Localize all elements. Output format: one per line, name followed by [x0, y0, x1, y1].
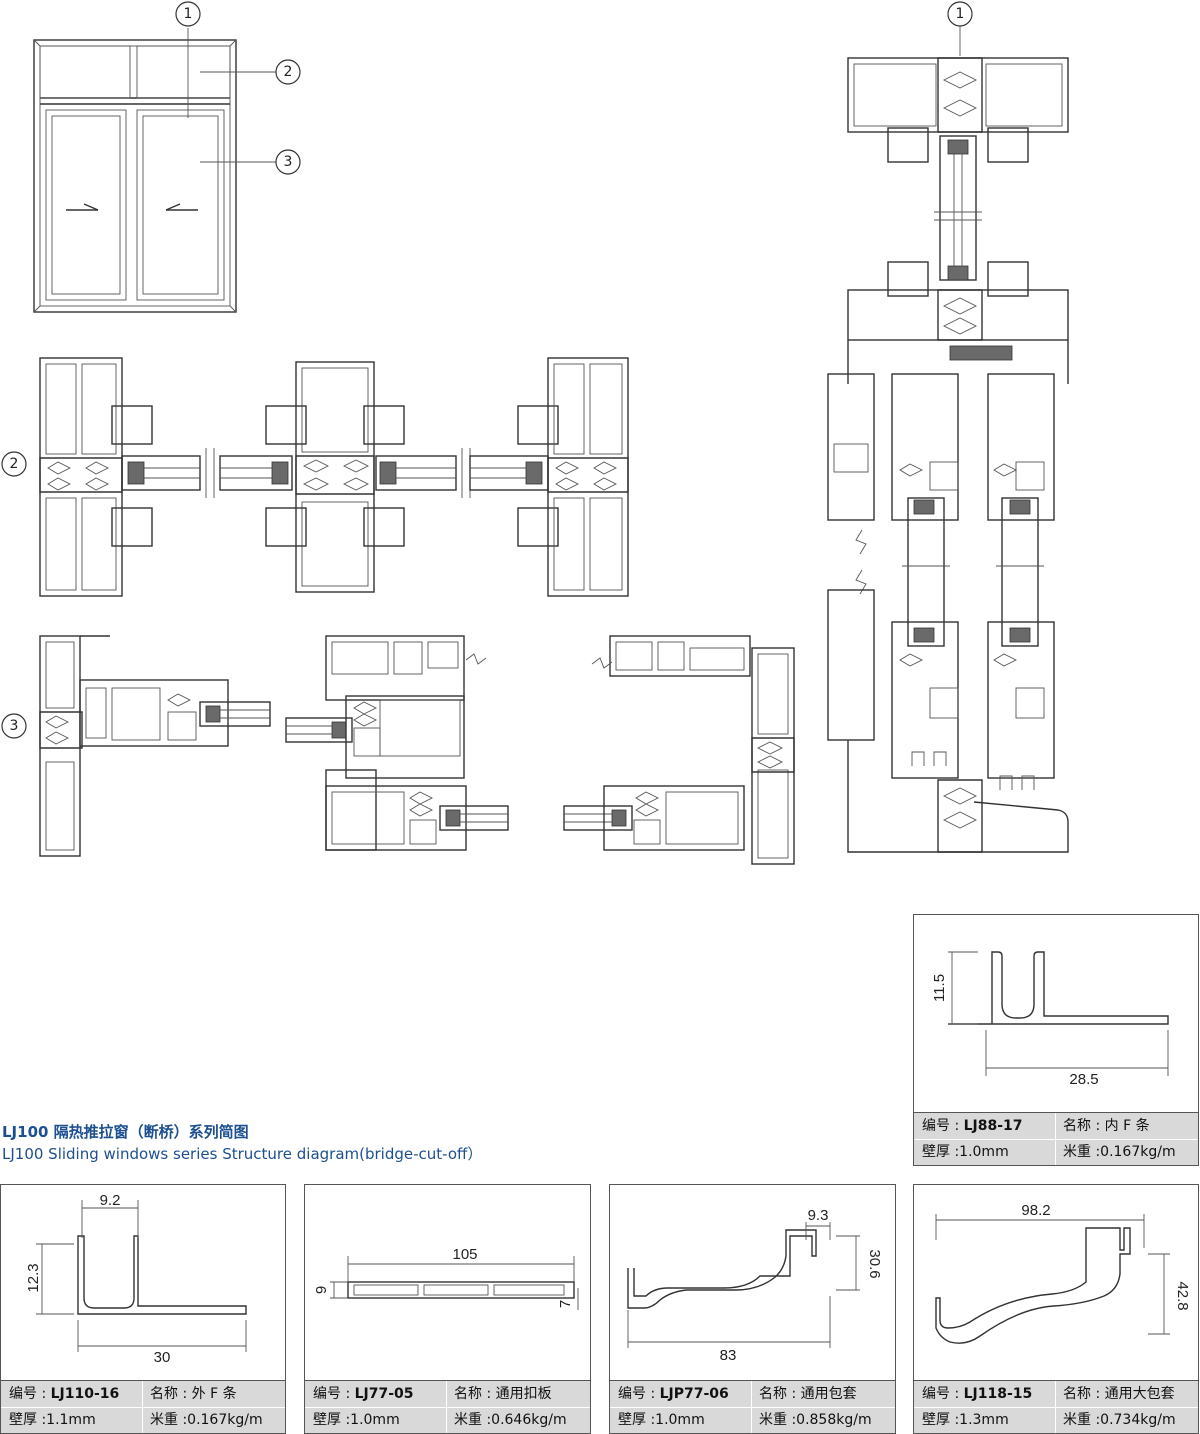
dim-lj88-17-width: 28.5 [1069, 1071, 1098, 1088]
profile-code: LJ118-15 [963, 1386, 1033, 1402]
profile-info-table: 编号 : LJP77-06 名称 : 通用包套 壁厚 :1.0mm 米重 :0.… [610, 1380, 895, 1433]
section-3-left [39, 635, 271, 857]
profile-lj88-17 [948, 951, 1169, 1076]
code-label: 编号 : [922, 1386, 960, 1402]
section-2-left [39, 357, 201, 597]
profile-code: LJ88-17 [963, 1118, 1023, 1134]
profile-wall-thickness: 1.1mm [46, 1412, 96, 1428]
dim-lj77-05-height: 9 [313, 1286, 330, 1294]
profile-weight: 0.734kg/m [1100, 1412, 1176, 1428]
code-label: 编号 : [9, 1386, 47, 1402]
profile-wall-thickness: 1.0mm [350, 1412, 400, 1428]
callout-1-top: 1 [175, 1, 201, 27]
section-2-center [205, 361, 471, 593]
profile-card-lj110-16: 编号 : LJ110-16 名称 : 外 F 条 壁厚 :1.1mm 米重 :0… [0, 1184, 286, 1434]
name-label: 名称 : [1063, 1118, 1101, 1134]
profile-code: LJ110-16 [50, 1386, 120, 1402]
profile-wall-thickness: 1.0mm [655, 1412, 705, 1428]
weight-label: 米重 : [1063, 1412, 1101, 1428]
profile-lj118-15 [935, 1214, 1170, 1344]
svg-text:1: 1 [956, 6, 965, 22]
profile-weight: 0.646kg/m [491, 1412, 567, 1428]
wall-label: 壁厚 : [9, 1412, 47, 1428]
profile-lj77-05 [330, 1256, 579, 1310]
profile-lj110-16 [36, 1200, 247, 1352]
window-elevation [33, 28, 276, 313]
section-2-right [469, 357, 629, 597]
profile-name: 内 F 条 [1104, 1118, 1150, 1134]
name-label: 名称 : [454, 1386, 492, 1402]
profile-name: 通用扣板 [495, 1386, 552, 1402]
profile-ljp77-06 [627, 1222, 860, 1348]
profile-info-table: 编号 : LJ77-05 名称 : 通用扣板 壁厚 :1.0mm 米重 :0.6… [305, 1380, 590, 1433]
profile-info-table: 编号 : LJ88-17 名称 : 内 F 条 壁厚 :1.0mm 米重 :0.… [914, 1112, 1198, 1165]
code-label: 编号 : [313, 1386, 351, 1402]
dim-lj77-05-width: 105 [452, 1246, 477, 1263]
profile-weight: 0.858kg/m [796, 1412, 872, 1428]
name-label: 名称 : [759, 1386, 797, 1402]
profile-name: 通用大包套 [1104, 1386, 1175, 1402]
weight-label: 米重 : [759, 1412, 797, 1428]
profile-code: LJ77-05 [354, 1386, 414, 1402]
profile-info-table: 编号 : LJ118-15 名称 : 通用大包套 壁厚 :1.3mm 米重 :0… [914, 1380, 1198, 1433]
profile-wall-thickness: 1.0mm [959, 1144, 1009, 1160]
section-3-center [285, 635, 509, 851]
profile-wall-thickness: 1.3mm [959, 1412, 1009, 1428]
dim-lj110-16-top: 9.2 [100, 1192, 121, 1209]
section-1-vertical [827, 26, 1069, 853]
callout-1-right: 1 [947, 1, 973, 27]
svg-text:3: 3 [284, 154, 293, 170]
dim-ljp77-06-height: 30.6 [866, 1249, 883, 1278]
weight-label: 米重 : [1063, 1144, 1101, 1160]
code-label: 编号 : [618, 1386, 656, 1402]
wall-label: 壁厚 : [922, 1144, 960, 1160]
wall-label: 壁厚 : [618, 1412, 656, 1428]
weight-label: 米重 : [454, 1412, 492, 1428]
svg-text:2: 2 [284, 64, 293, 80]
profile-card-lj88-17: 编号 : LJ88-17 名称 : 内 F 条 壁厚 :1.0mm 米重 :0.… [913, 914, 1199, 1166]
wall-label: 壁厚 : [313, 1412, 351, 1428]
callout-2-top: 2 [275, 59, 301, 85]
diagram-title-en: LJ100 Sliding windows series Structure d… [2, 1145, 483, 1163]
dim-lj118-15-width: 98.2 [1021, 1202, 1050, 1219]
code-label: 编号 : [922, 1118, 960, 1134]
dim-lj88-17-height: 11.5 [931, 974, 948, 1002]
profile-card-ljp77-06: 编号 : LJP77-06 名称 : 通用包套 壁厚 :1.0mm 米重 :0.… [609, 1184, 896, 1434]
dim-lj118-15-height: 42.8 [1174, 1281, 1191, 1310]
callout-3-top: 3 [275, 149, 301, 175]
dim-lj110-16-height: 12.3 [25, 1263, 42, 1292]
wall-label: 壁厚 : [922, 1412, 960, 1428]
weight-label: 米重 : [150, 1412, 188, 1428]
svg-text:1: 1 [184, 6, 193, 22]
profile-card-lj118-15: 编号 : LJ118-15 名称 : 通用大包套 壁厚 :1.3mm 米重 :0… [913, 1184, 1199, 1434]
dim-lj77-05-lip: 7 [557, 1300, 574, 1308]
dim-ljp77-06-top: 9.3 [808, 1207, 829, 1224]
profile-name: 外 F 条 [191, 1386, 237, 1402]
profile-weight: 0.167kg/m [1100, 1144, 1176, 1160]
profile-info-table: 编号 : LJ110-16 名称 : 外 F 条 壁厚 :1.1mm 米重 :0… [1, 1380, 285, 1433]
name-label: 名称 : [150, 1386, 188, 1402]
callout-2-left: 2 [1, 451, 27, 477]
profile-weight: 0.167kg/m [187, 1412, 263, 1428]
dim-lj110-16-width: 30 [154, 1349, 171, 1366]
name-label: 名称 : [1063, 1386, 1101, 1402]
svg-text:2: 2 [10, 456, 19, 472]
diagram-title-cn: LJ100 隔热推拉窗（断桥）系列简图 [2, 1123, 249, 1141]
callout-3-left: 3 [1, 713, 27, 739]
dim-ljp77-06-width: 83 [720, 1347, 737, 1364]
profile-card-lj77-05: 编号 : LJ77-05 名称 : 通用扣板 壁厚 :1.0mm 米重 :0.6… [304, 1184, 591, 1434]
section-3-right [563, 635, 795, 865]
profile-code: LJP77-06 [659, 1386, 729, 1402]
profile-name: 通用包套 [800, 1386, 857, 1402]
svg-text:3: 3 [10, 718, 19, 734]
